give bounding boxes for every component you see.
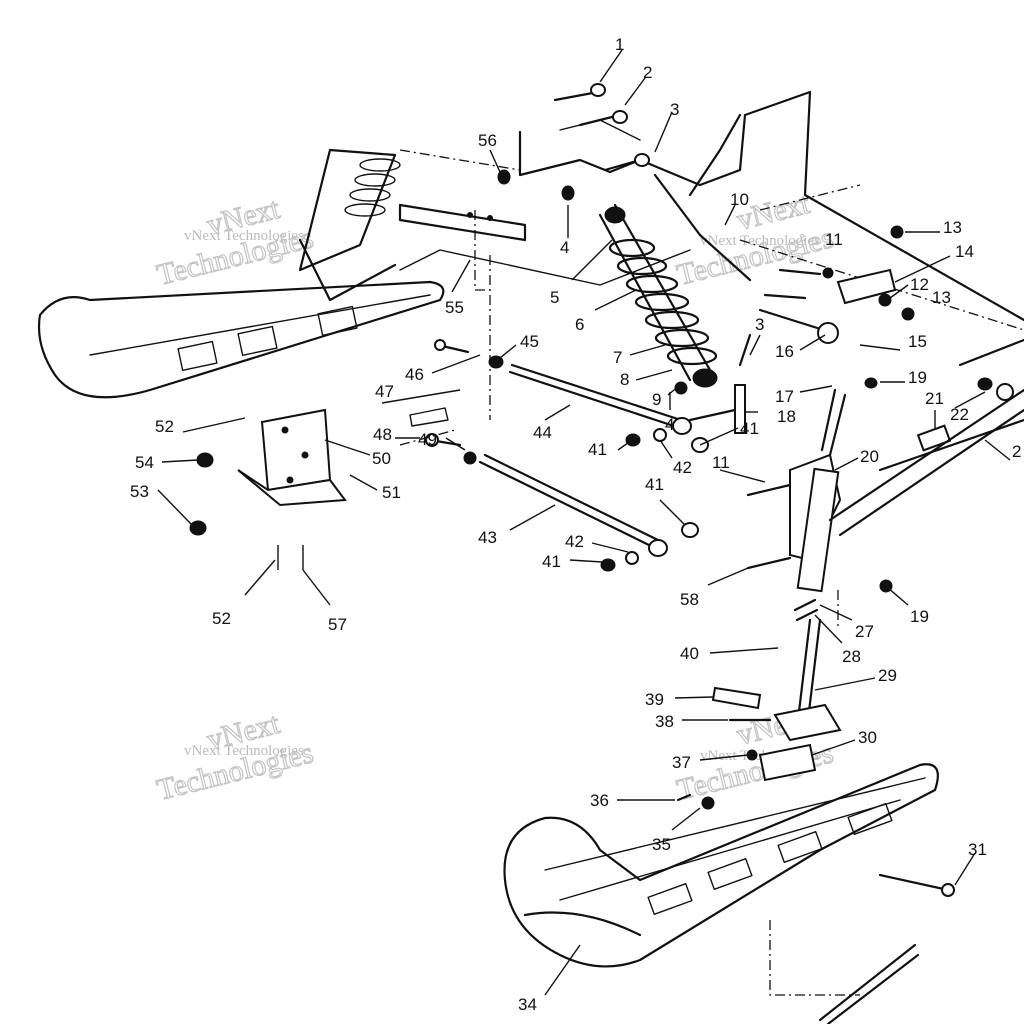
callout-41d: 41 (542, 552, 561, 571)
callout-28: 28 (842, 647, 861, 666)
callout-42: 42 (673, 458, 692, 477)
hardware-parts (189, 83, 1014, 593)
callout-55: 55 (445, 298, 464, 317)
callout-37: 37 (672, 753, 691, 772)
callout-17: 17 (775, 387, 794, 406)
callout-27: 27 (855, 622, 874, 641)
callout-34: 34 (518, 995, 537, 1014)
callout-45: 45 (520, 332, 539, 351)
callout-4: 4 (560, 238, 569, 257)
callout-22: 22 (950, 405, 969, 424)
callout-3b: 3 (755, 315, 764, 334)
watermark-line2: vNext Technologies (184, 228, 304, 244)
callout-9: 9 (652, 390, 661, 409)
callout-47: 47 (375, 382, 394, 401)
callout-6: 6 (575, 315, 584, 334)
callout-2b: 2 (1012, 442, 1021, 461)
tie-rod-lower (478, 453, 668, 557)
callout-48: 48 (373, 425, 392, 444)
callout-12: 12 (910, 275, 929, 294)
callout-30: 30 (858, 728, 877, 747)
callout-16: 16 (775, 342, 794, 361)
watermark-top-right: vNext vNext Technologies Technologies (673, 186, 837, 292)
part-callouts: 1 2 3 56 10 13 14 11 12 13 4 5 6 3 16 15… (130, 35, 1021, 1014)
tie-rod-upper (508, 363, 692, 435)
callout-40: 40 (680, 644, 699, 663)
callout-39: 39 (645, 690, 664, 709)
callout-50: 50 (372, 449, 391, 468)
callout-11b: 11 (712, 453, 730, 472)
callout-36: 36 (590, 791, 609, 810)
callout-41b: 41 (740, 419, 759, 438)
callout-21: 21 (925, 389, 944, 408)
callout-35: 35 (652, 835, 671, 854)
callout-44: 44 (533, 423, 552, 442)
shock-absorber (598, 203, 718, 388)
watermark-top-left: vNext vNext Technologies Technologies (153, 191, 317, 292)
callout-31: 31 (968, 840, 987, 859)
callout-53: 53 (130, 482, 149, 501)
callout-51: 51 (382, 483, 401, 502)
watermark-line2: vNext Technologies (700, 233, 820, 249)
callout-7: 7 (613, 348, 622, 367)
callout-54: 54 (135, 453, 154, 472)
callout-11: 11 (825, 230, 843, 249)
callout-2: 2 (643, 63, 652, 82)
callout-8: 8 (620, 370, 629, 389)
callout-58: 58 (680, 590, 699, 609)
callout-52: 52 (155, 417, 174, 436)
chassis-frame (399, 90, 1024, 331)
callout-20: 20 (860, 447, 879, 466)
callout-42b: 42 (565, 532, 584, 551)
callout-52b: 52 (212, 609, 231, 628)
callout-18: 18 (777, 407, 796, 426)
callout-4b: 4 (665, 415, 674, 434)
spindle-assembly (773, 338, 1024, 742)
callout-57: 57 (328, 615, 347, 634)
spindle-hardware (676, 686, 817, 810)
front-ski (503, 763, 955, 1024)
guide-lines (399, 210, 860, 996)
callout-5: 5 (550, 288, 559, 307)
watermark-line2: vNext Technologies (184, 743, 304, 759)
callout-15: 15 (908, 332, 927, 351)
callout-56: 56 (478, 131, 497, 150)
callout-14: 14 (955, 242, 974, 261)
callout-43: 43 (478, 528, 497, 547)
callout-10: 10 (730, 190, 749, 209)
callout-19: 19 (908, 368, 927, 387)
callout-1: 1 (615, 35, 624, 54)
left-shock-coil (344, 158, 401, 217)
callout-41: 41 (588, 440, 607, 459)
callout-13b: 13 (932, 288, 951, 307)
mounting-plate (398, 203, 527, 242)
bracket (237, 408, 347, 507)
callout-46: 46 (405, 365, 424, 384)
callout-19b: 19 (910, 607, 929, 626)
left-ski-assembly (37, 148, 445, 399)
callout-41c: 41 (645, 475, 664, 494)
callout-29: 29 (878, 666, 897, 685)
leader-lines (157, 49, 1011, 996)
callout-13: 13 (943, 218, 962, 237)
callout-38: 38 (655, 712, 674, 731)
watermark-mid-left: vNext vNext Technologies Technologies (153, 706, 317, 807)
callout-49: 49 (418, 430, 437, 449)
callout-3: 3 (670, 100, 679, 119)
